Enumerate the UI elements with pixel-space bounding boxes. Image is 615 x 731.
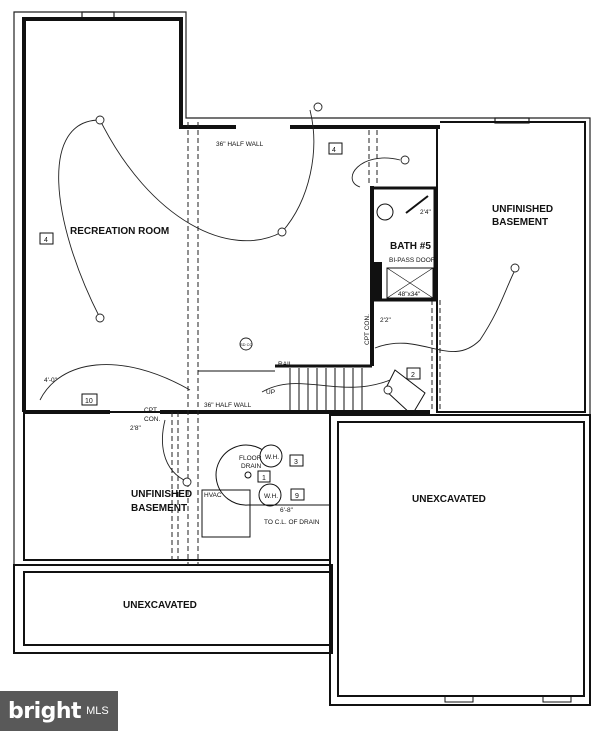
unexcavated-label: UNEXCAVATED: [123, 600, 197, 611]
basement-walls: [13, 121, 591, 706]
cpt-con-note: CPT: [144, 407, 157, 414]
smoke-detector-icon: [239, 337, 253, 351]
door-width-note: 2'4": [420, 209, 431, 216]
tag-10: 10: [85, 398, 93, 405]
logo-brand: bright: [8, 698, 82, 724]
floor-drain-note: FLOOR: [239, 455, 262, 462]
logo-suffix: MLS: [86, 705, 109, 717]
utility-fixtures: [215, 444, 330, 507]
half-wall-note: 36" HALF WALL: [204, 402, 252, 409]
tag-2: 2: [411, 372, 415, 379]
half-wall-note: 36" HALF WALL: [216, 141, 264, 148]
unfinished-basement-label: UNFINISHED: [131, 489, 192, 500]
unfinished-basement-label: BASEMENT: [492, 217, 548, 228]
bath-5: [370, 186, 437, 302]
unfinished-basement-label: BASEMENT: [131, 503, 187, 514]
dimension-note: 6'-8": [280, 507, 294, 514]
toilet-icon: [376, 203, 394, 221]
water-heater-icon: [258, 483, 282, 507]
recreation-room-label: RECREATION ROOM: [70, 226, 169, 237]
tag-4: 4: [332, 147, 336, 154]
water-heater-icon: [259, 444, 283, 468]
tag-boxes: [39, 142, 421, 501]
notes: 36" HALF WALL 36" HALF WALL BI-PASS DOOR…: [44, 141, 436, 526]
door-width-note: 2'8": [130, 425, 141, 432]
floor-drain-note: DRAIN: [241, 463, 262, 470]
stairs[interactable]: [198, 364, 426, 416]
unfinished-basement-label: UNFINISHED: [492, 204, 553, 215]
tag-9: 9: [295, 493, 299, 500]
bi-pass-door-note: BI-PASS DOOR: [389, 257, 436, 264]
water-heater-label: W.H.: [264, 493, 278, 500]
cpt-con-note: CON.: [144, 416, 160, 423]
tag-3: 3: [294, 459, 298, 466]
smoke-co-detector-label: SD CO: [240, 342, 253, 347]
rail-note: RAIL: [278, 361, 293, 368]
door-width-note: 2'2": [380, 317, 391, 324]
cpt-con-note: CPT CON.: [364, 314, 371, 345]
tag-4: 4: [44, 237, 48, 244]
tag-labels: 4 4 10 2 3 1 9: [44, 147, 415, 500]
shower-size-note: 48"x34": [398, 291, 421, 298]
bath-label: BATH #5: [390, 241, 431, 252]
bright-mls-logo: bright MLS: [0, 691, 118, 731]
room-labels: RECREATION ROOM UNFINISHED BASEMENT UNFI…: [70, 204, 553, 611]
hvac-label: HVAC: [204, 492, 222, 499]
stairs-up-note: UP: [266, 389, 275, 396]
electrical-wiring: [39, 102, 520, 487]
drain-dimension-note: TO C.L. OF DRAIN: [264, 519, 320, 526]
unexcavated-label: UNEXCAVATED: [412, 494, 486, 505]
beam-lines: [171, 122, 441, 565]
water-heater-label: W.H.: [265, 454, 279, 461]
dimension-note: 4'-0": [44, 377, 58, 384]
tag-1: 1: [262, 475, 266, 482]
